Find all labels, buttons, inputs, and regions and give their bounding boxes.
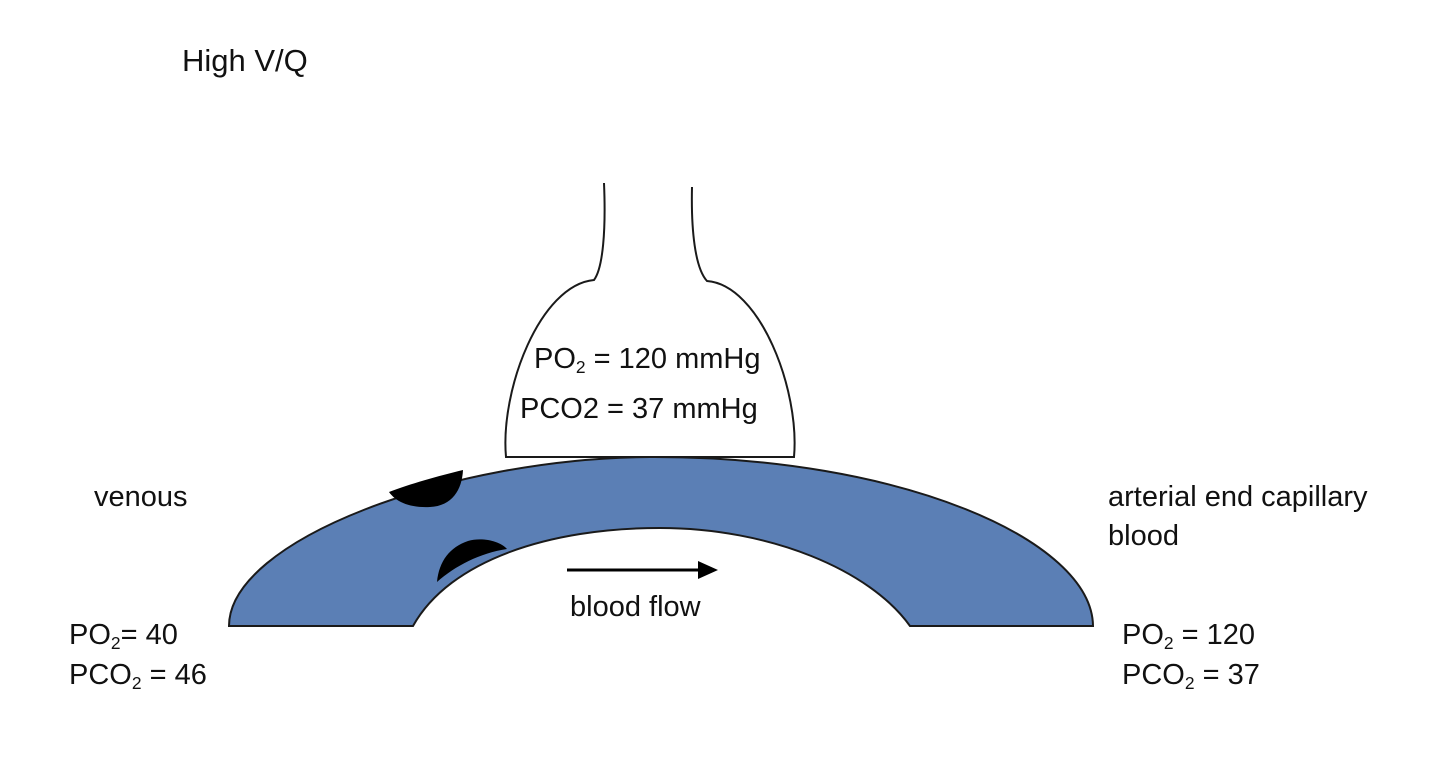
diagram-title: High V/Q [182, 42, 308, 79]
blood-flow-label: blood flow [570, 590, 701, 625]
alveolus-pco2: PCO2 = 37 mmHg [520, 392, 758, 427]
arterial-label-line2: blood [1108, 519, 1179, 554]
alveolus-po2: PO2 = 120 mmHg [534, 342, 760, 377]
arterial-pco2: PCO2 = 37 [1122, 658, 1260, 693]
venous-label: venous [94, 480, 188, 515]
venous-pco2: PCO2 = 46 [69, 658, 207, 693]
blood-flow-arrow [567, 561, 718, 579]
arterial-po2: PO2 = 120 [1122, 618, 1255, 653]
arterial-label-line1: arterial end capillary [1108, 480, 1368, 515]
venous-po2: PO2= 40 [69, 618, 178, 653]
